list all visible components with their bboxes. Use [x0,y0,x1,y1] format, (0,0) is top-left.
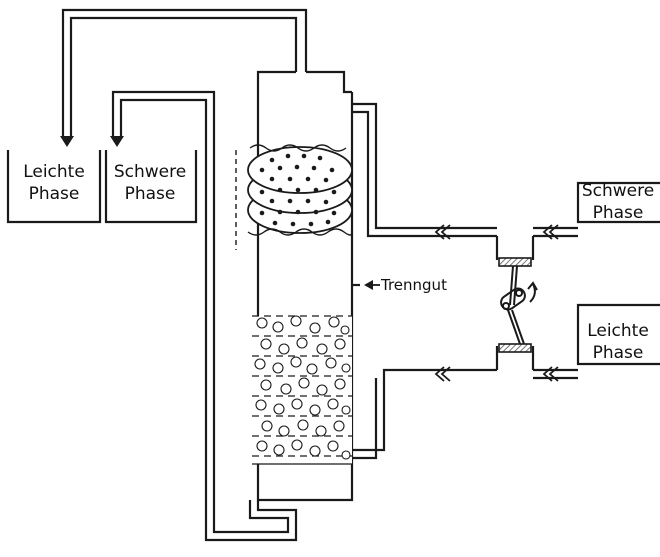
right-heavy-phase-label-line1: Schwere [581,181,655,201]
heavy-phase-feed-pipe [533,226,578,238]
left-heavy-phase-tank [104,150,198,224]
right-light-phase-tank [576,303,660,366]
left-light-phase-tank [6,150,102,224]
upper-piston [498,257,532,267]
right-light-phase-label-line2: Phase [592,343,644,363]
flow-arrow-heavy-out-b [434,224,445,240]
pump-housing [495,236,535,370]
upper-side-pipe [352,102,497,238]
right-light-phase-label-line1: Leichte [587,321,649,341]
lower-piston [498,343,532,353]
arrow-into-heavy-tank [110,136,124,147]
crank-mechanism [500,265,538,345]
right-heavy-phase-label: Schwere Phase [578,180,658,224]
sieve-plates [235,144,353,250]
flow-arrow-light-in-a [548,366,559,382]
packing-rings [252,315,352,465]
left-light-phase-label: Leichte Phase [14,161,94,205]
right-light-phase-label: Leichte Phase [578,320,658,364]
flow-arrow-heavy-out-a [440,224,451,240]
left-heavy-phase-label-line2: Phase [124,184,176,204]
lower-side-pipe [352,368,497,460]
light-phase-feed-pipe [533,368,578,380]
left-light-phase-label-line2: Phase [28,184,80,204]
arrow-into-light-tank [60,136,74,147]
right-heavy-phase-label-line2: Phase [592,203,644,223]
light-phase-return-pipe [69,16,298,138]
flow-arrow-heavy-in-b [542,224,553,240]
feed-label: Trenngut [381,276,447,294]
flow-arrow-light-out-a [440,366,451,382]
flow-arrow-light-out-b [434,366,445,382]
flow-arrow-light-in-b [542,366,553,382]
feed-arrow [364,280,373,290]
left-light-phase-label-line1: Leichte [23,162,85,182]
heavy-phase-return-pipe [119,98,298,542]
right-heavy-phase-tank [576,181,660,224]
left-heavy-phase-label-line1: Schwere [113,162,187,182]
flow-arrow-heavy-in-a [548,224,559,240]
left-heavy-phase-label: Schwere Phase [110,161,190,205]
